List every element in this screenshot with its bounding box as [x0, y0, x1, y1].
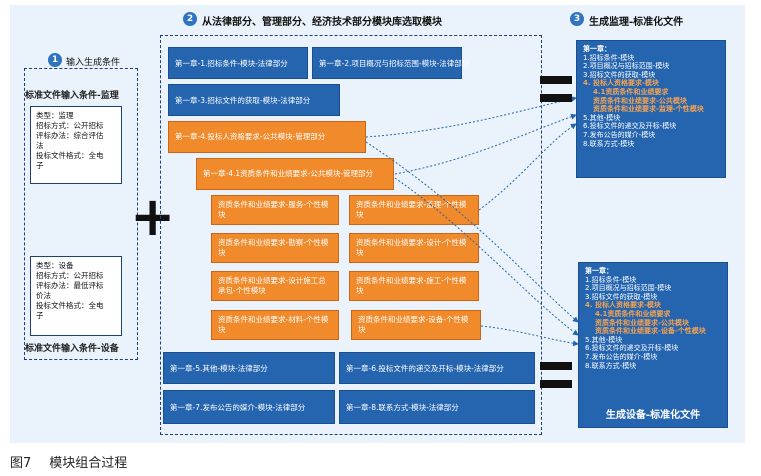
equals-bar	[540, 94, 572, 102]
condition-line: 子	[36, 161, 44, 170]
arrow-qualification-to-equipment	[365, 141, 579, 323]
module-individual-equipment: 资质条件和业绩要求-设备-个性模块	[351, 310, 481, 340]
result-line: 4. 投标人资格要求-模块	[585, 301, 661, 310]
condition-line: 投标文件格式：全电	[36, 301, 104, 310]
module-document-acquisition: 第一章-3.招标文件的获取-模块-法律部分	[168, 84, 340, 116]
condition-line: 类型：设备	[36, 261, 74, 270]
result-line: 4.1资质条件和业绩要求	[595, 309, 671, 318]
result-line: 资质条件和业绩要求-公共模块	[593, 96, 687, 105]
result-line: 第一章：	[585, 267, 613, 275]
module-submission-opening: 第一章-6.投标文件的递交及开标-模块-法律部分	[339, 352, 535, 384]
input-conditions-frame	[24, 68, 138, 360]
module-individual-construction: 资质条件和业绩要求-施工-个性模块	[349, 271, 479, 301]
module-other: 第一章-5.其他-模块-法律部分	[163, 352, 335, 384]
result-line: 5.其他-模块	[585, 335, 623, 344]
module-individual-service: 资质条件和业绩要求-服务-个性模块	[211, 195, 339, 225]
result-line: 3.招标文件的获取-模块	[585, 292, 658, 301]
result-line: 资质条件和业绩要求-监理-个性模块	[593, 105, 704, 114]
section-number-badge: 3	[570, 12, 584, 26]
condition-line: 投标文件格式：全电	[36, 151, 104, 160]
module-bidder-qualification: 第一章-4.投标人资格要求-公共模块-管理部分	[168, 121, 366, 153]
equals-bar	[540, 76, 572, 84]
result-line: 7.发布公告的媒介-模块	[585, 352, 658, 361]
module-project-overview: 第一章-2.项目概况与招标范围-模块-法律部分	[312, 47, 469, 79]
result-line: 3.招标文件的获取-模块	[583, 70, 656, 79]
plus-symbol: +	[130, 185, 176, 248]
supervision-condition-title: 标准文件输入条件-监理	[25, 91, 119, 101]
result-line: 7.发布公告的媒介-模块	[583, 130, 656, 139]
equipment-document-title: 生成设备-标准化文件	[605, 410, 701, 422]
result-line: 8.联系方式-模块	[583, 139, 635, 148]
result-line: 5.其他-模块	[583, 113, 621, 122]
equipment-condition-title: 标准文件输入条件-设备	[25, 344, 119, 354]
supervision-standard-document: 第一章： 1.招标条件-模块 2.项目概况与招标范围-模块 3.招标文件的获取-…	[576, 40, 726, 178]
module-qualification-public: 第一章-4.1资质条件和业绩要求-公共模块-管理部分	[196, 158, 394, 190]
condition-line: 评标办法：综合评估	[36, 131, 104, 140]
input-section-title: 输入生成条件	[66, 58, 121, 68]
condition-line: 类型：监理	[36, 111, 74, 120]
section-number-badge: 2	[183, 12, 197, 26]
result-line: 资质条件和业绩要求-设备-个性模块	[595, 327, 706, 336]
arrow-qualification-to-supervision	[365, 96, 577, 138]
figure-title: 模块组合过程	[49, 456, 128, 471]
condition-line: 招标方式：公开招标	[36, 271, 104, 280]
result-line: 6.投标文件的递交及开标-模块	[583, 122, 677, 131]
output-section-title: 生成监理-标准化文件	[589, 17, 684, 28]
result-line: 4. 投标人资格要求-模块	[583, 79, 659, 88]
result-line: 2.项目概况与招标范围-模块	[583, 62, 670, 71]
module-individual-survey: 资质条件和业绩要求-勘察-个性模块	[211, 233, 339, 263]
result-line: 4.1资质条件和业绩要求	[593, 87, 669, 96]
equipment-condition-box: 类型：设备 招标方式：公开招标 评标办法：最低评标 价法 投标文件格式：全电 子	[30, 256, 122, 336]
library-section-title: 从法律部分、管理部分、经济技术部分模块库选取模块	[202, 17, 442, 28]
arrow-individual-to-equipment	[480, 325, 579, 347]
result-line: 8.联系方式-模块	[585, 361, 637, 370]
result-line: 1.招标条件-模块	[583, 53, 635, 62]
figure-number: 图7	[10, 456, 32, 471]
condition-line: 价法	[36, 291, 51, 300]
arrow-public-to-equipment	[394, 177, 579, 336]
section-number-badge: 1	[48, 53, 62, 67]
module-individual-epc: 资质条件和业绩要求-设计施工总承包-个性模块	[211, 271, 339, 301]
result-line: 第一章：	[583, 45, 611, 53]
result-line: 资质条件和业绩要求-公共模块	[595, 318, 689, 327]
figure-caption: 图7 模块组合过程	[10, 452, 145, 471]
supervision-condition-box: 类型：监理 招标方式：公开招标 评标办法：综合评估 法 投标文件格式：全电 子	[30, 106, 122, 184]
result-line: 2.项目概况与招标范围-模块	[585, 284, 672, 293]
module-individual-material: 资质条件和业绩要求-材料-个性模块	[211, 310, 339, 340]
condition-line: 招标方式：公开招标	[36, 121, 104, 130]
equals-bar	[540, 362, 572, 370]
equals-bar	[540, 380, 572, 388]
condition-line: 评标办法：最低评标	[36, 281, 104, 290]
module-individual-design: 资质条件和业绩要求-设计-个性模块	[349, 233, 479, 263]
condition-line: 法	[36, 141, 44, 150]
module-bidding-conditions: 第一章-1.招标条件-模块-法律部分	[168, 47, 308, 79]
result-line: 6.投标文件的递交及开标-模块	[585, 344, 679, 353]
arrow-individual-to-supervision	[478, 123, 577, 211]
result-line: 1.招标条件-模块	[585, 275, 637, 284]
condition-line: 子	[36, 311, 44, 320]
equipment-standard-document: 第一章： 1.招标条件-模块 2.项目概况与招标范围-模块 3.招标文件的获取-…	[578, 262, 728, 428]
module-contact: 第一章-8.联系方式-模块-法律部分	[339, 390, 535, 424]
module-library-frame	[160, 35, 542, 435]
module-announcement-media: 第一章-7.发布公告的媒介-模块-法律部分	[163, 390, 335, 424]
arrow-public-to-supervision	[394, 113, 577, 175]
